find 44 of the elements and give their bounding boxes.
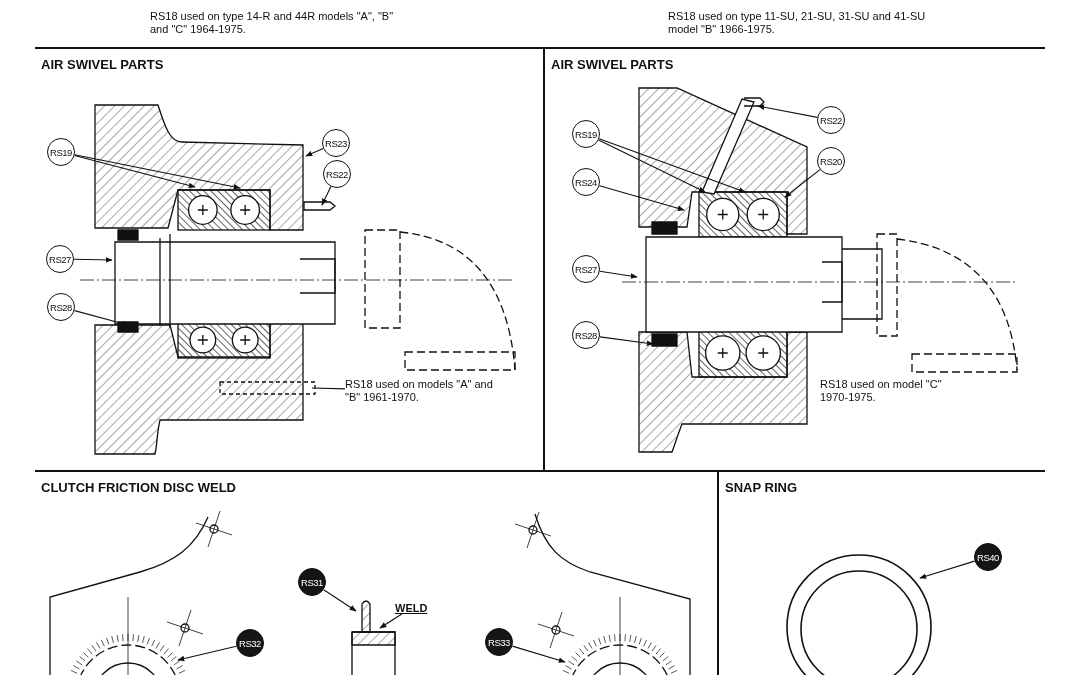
callout-number: RS33 bbox=[485, 628, 513, 656]
leader-line bbox=[305, 148, 324, 157]
callout-number: RS40 bbox=[974, 543, 1002, 571]
leader-line bbox=[598, 139, 706, 193]
leader-line bbox=[598, 138, 746, 193]
leader-line bbox=[177, 645, 237, 662]
callout-number: RS23 bbox=[322, 129, 350, 157]
leader-line bbox=[321, 186, 332, 206]
leader-line bbox=[73, 257, 113, 263]
callout-number: RS32 bbox=[236, 629, 264, 657]
leader-line bbox=[598, 185, 685, 211]
callout-number: RS20 bbox=[817, 147, 845, 175]
leader-line bbox=[919, 560, 976, 579]
panel-heading: AIR SWIVEL PARTS bbox=[41, 57, 164, 72]
note-text: RS18 used on type 11-SU, 21-SU, 31-SU and 41-SU model "B" 1966-1975. bbox=[668, 10, 927, 36]
callout-number: RS28 bbox=[572, 321, 600, 349]
callout-number: RS27 bbox=[572, 255, 600, 283]
leader-line bbox=[599, 270, 638, 279]
drawing-panel bbox=[717, 470, 1045, 675]
note-text: RS18 used on type 14-R and 44R models "A", "B" and "C" 1964-1975. bbox=[150, 10, 395, 36]
leader-line bbox=[73, 154, 196, 189]
leader-line bbox=[311, 387, 346, 390]
note-text: RS18 used on model "C" 1970-1975. bbox=[820, 378, 960, 404]
callout-number: RS22 bbox=[323, 160, 351, 188]
callout-number: RS28 bbox=[47, 293, 75, 321]
callout-number: RS19 bbox=[572, 120, 600, 148]
drawing-panel bbox=[543, 47, 1045, 470]
panel-heading: CLUTCH FRICTION DISC WELD bbox=[41, 480, 236, 495]
weld-label: WELD bbox=[395, 602, 428, 614]
leader-line bbox=[511, 645, 566, 663]
callout-number: RS24 bbox=[572, 168, 600, 196]
drawing-panel bbox=[35, 470, 717, 675]
note-text: RS18 used on models "A" and "B" 1961-1970. bbox=[345, 378, 495, 404]
callout-number: RS27 bbox=[46, 245, 74, 273]
panel-heading: AIR SWIVEL PARTS bbox=[551, 57, 674, 72]
leader-line bbox=[599, 336, 654, 346]
callout-number: RS31 bbox=[298, 568, 326, 596]
panel-heading: SNAP RING bbox=[725, 480, 797, 495]
leader-line bbox=[323, 589, 357, 612]
callout-number: RS19 bbox=[47, 138, 75, 166]
leader-line bbox=[379, 613, 403, 629]
leader-line bbox=[757, 104, 818, 118]
callout-number: RS22 bbox=[817, 106, 845, 134]
leader-line bbox=[74, 154, 241, 190]
